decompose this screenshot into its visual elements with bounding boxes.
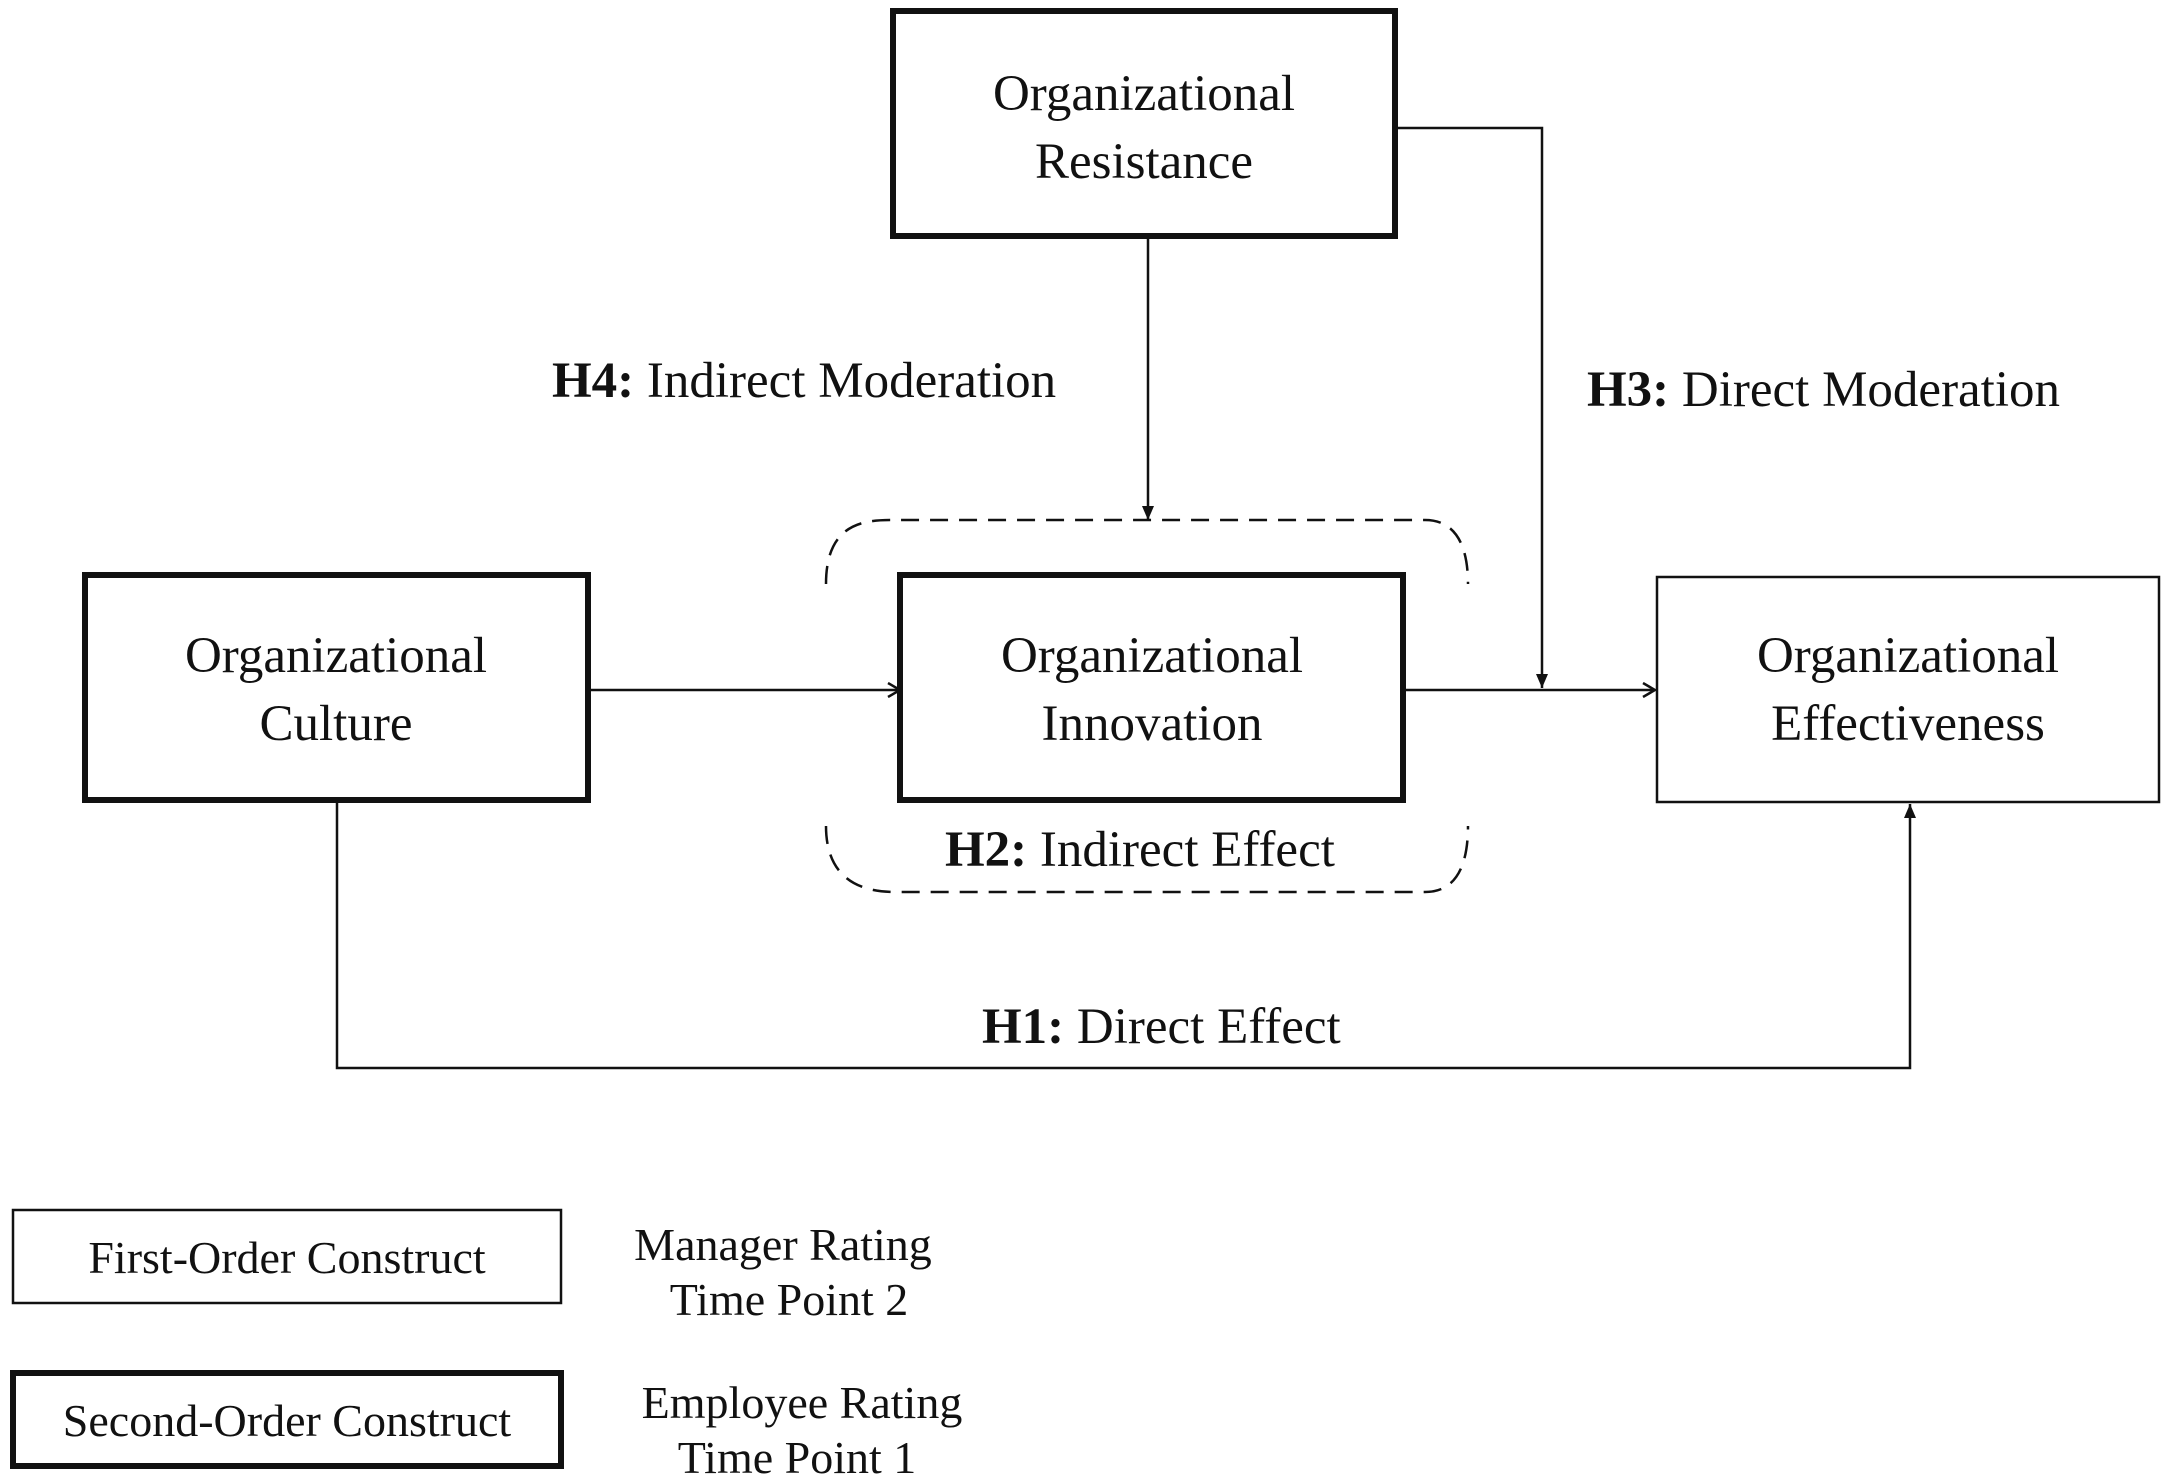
legend-second-order-label: Second-Order Construct [63, 1395, 512, 1446]
h3-code: H3: [1587, 362, 1669, 418]
legend-manager-rating: Manager Rating [634, 1219, 932, 1270]
h4-text: Indirect Moderation [634, 353, 1056, 409]
node-innovation-line2: Innovation [1042, 696, 1263, 752]
node-resistance-line2: Resistance [1035, 134, 1253, 190]
resistance-to-path-edge [1398, 126, 1548, 688]
node-effectiveness-line1: Organizational [1757, 628, 2059, 684]
legend-time-point-1: Time Point 1 [678, 1432, 917, 1480]
h2-text: Indirect Effect [1027, 822, 1335, 878]
legend-second-order-box [10, 1370, 564, 1469]
h4-code: H4: [552, 353, 634, 409]
h3-label: H3: Direct Moderation [1587, 362, 2060, 418]
node-culture-line1: Organizational [185, 628, 487, 684]
node-resistance-line1: Organizational [993, 66, 1295, 122]
legend-time-point-2: Time Point 2 [670, 1274, 909, 1325]
legend-employee-rating: Employee Rating [642, 1377, 963, 1428]
node-effectiveness-line2: Effectiveness [1771, 696, 2045, 752]
culture-to-effectiveness-edge [335, 803, 1916, 1070]
node-organizational-innovation: Organizational Innovation [897, 572, 1406, 803]
legend: First-Order Construct Manager Rating Tim… [10, 1208, 963, 1480]
node-organizational-effectiveness: Organizational Effectiveness [1655, 575, 2161, 804]
node-innovation-line1: Organizational [1001, 628, 1303, 684]
mediation-boundary [824, 518, 1470, 894]
legend-first-order-label: First-Order Construct [88, 1232, 486, 1283]
h2-code: H2: [945, 822, 1027, 878]
node-culture-line2: Culture [260, 696, 413, 752]
h2-label: H2: Indirect Effect [945, 822, 1335, 878]
node-organizational-resistance: Organizational Resistance [890, 8, 1398, 239]
h1-label: H1: Direct Effect [982, 999, 1341, 1055]
legend-first-order: First-Order Construct Manager Rating Tim… [11, 1208, 932, 1325]
h1-text: Direct Effect [1064, 999, 1341, 1055]
h1-code: H1: [982, 999, 1064, 1055]
node-organizational-culture: Organizational Culture [82, 572, 591, 803]
h4-label: H4: Indirect Moderation [552, 353, 1056, 409]
h3-text: Direct Moderation [1669, 362, 2060, 418]
legend-second-order: Second-Order Construct Employee Rating T… [10, 1370, 963, 1480]
legend-first-order-box [11, 1208, 563, 1305]
